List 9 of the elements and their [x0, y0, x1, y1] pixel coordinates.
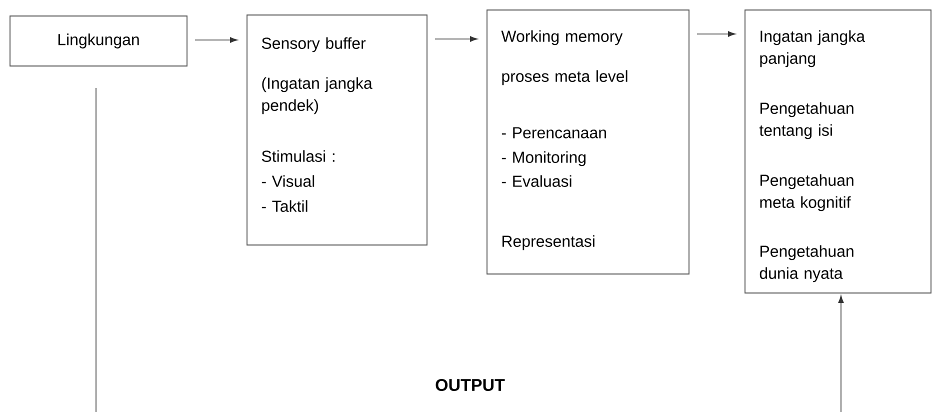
process-box: Sensory buffer (Ingatan jangka pendek) Stimulasi : - Visual - Taktil: [246, 14, 428, 246]
output-label: OUTPUT: [436, 378, 505, 392]
process-box: Ingatan jangka panjang Pengetahuan tentang isi Pengetahuan meta kognitif Pengetahuan dunia nyata: [744, 10, 932, 294]
process-box: Lingkungan: [10, 16, 188, 66]
arrow: [696, 31, 736, 37]
arrow: [194, 37, 238, 43]
arrow: [838, 295, 844, 412]
process-box: Working memory proses meta level - Perencanaan - Monitoring - Evaluasi Representasi: [486, 10, 690, 274]
arrow: [434, 36, 478, 42]
